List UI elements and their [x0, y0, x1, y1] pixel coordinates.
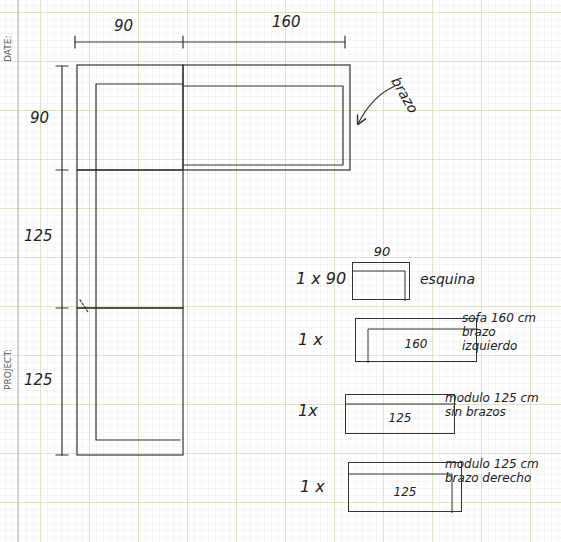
note: esquina: [420, 271, 475, 287]
dimension: 90: [30, 110, 49, 127]
note: 1 x: [300, 478, 325, 496]
note: modulo 125 cm sin brazos: [445, 392, 553, 420]
module-size: 160: [356, 319, 476, 351]
module-outline: [353, 263, 411, 301]
module-icon: 160: [355, 318, 477, 362]
dimension: 125: [24, 228, 53, 245]
dimension: 125: [24, 372, 53, 389]
note: 1x: [298, 402, 318, 420]
module-icon: 125: [345, 394, 455, 434]
note: 1 x 90: [296, 270, 346, 288]
module-icon: 90: [352, 262, 410, 300]
note: 1 x: [298, 331, 323, 349]
margin-line: [18, 0, 19, 542]
module-size: 125: [349, 463, 461, 499]
sheet-field: PROJECT:: [3, 349, 13, 390]
module-size: 125: [346, 395, 454, 425]
sofa-sketch: [56, 36, 395, 455]
sheet-field: DATE:: [3, 36, 13, 62]
dimension: 90: [374, 244, 391, 259]
module-icon: 125: [348, 462, 462, 512]
dimension: 90: [114, 18, 133, 35]
dimension: 160: [272, 14, 301, 31]
